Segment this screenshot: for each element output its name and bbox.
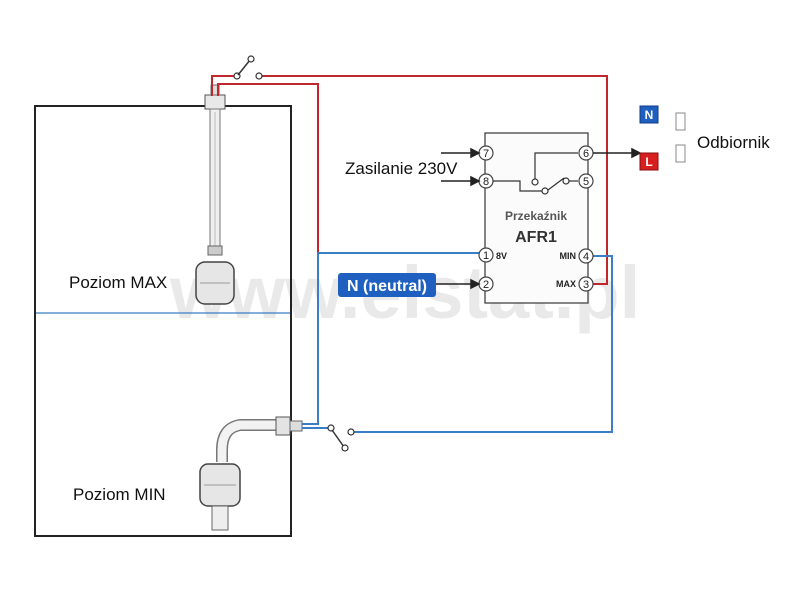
relay-terminal-7: 7 [478,145,494,161]
float-min-nut [275,416,291,436]
relay-label-8v: 8V [496,251,507,261]
relay-terminal-5: 5 [578,173,594,189]
relay-terminal-1: 1 [478,247,494,263]
receiver-terminal-n [675,112,686,131]
float-max-nut [204,94,226,110]
neutral-arrow [436,278,481,290]
relay-terminal-6: 6 [578,145,594,161]
svg-text:5: 5 [583,176,589,188]
relay-afr1: Przekaźnik AFR1 7 8 1 8V 2 6 5 [478,132,594,304]
tank-outline [34,105,292,537]
neutral-badge: N (neutral) [338,273,436,297]
relay-terminal-8: 8 [478,173,494,189]
svg-text:3: 3 [583,279,589,291]
svg-text:2: 2 [483,279,489,291]
float-switch-max [195,84,235,305]
output-arrow [593,147,642,159]
svg-text:8: 8 [483,176,489,188]
relay-terminal-4: 4 [578,248,594,264]
red-wire-switch-to-max [259,75,608,285]
blue-wiring [302,252,613,433]
float-min-thread [289,420,303,432]
svg-text:4: 4 [583,251,589,263]
float-switch-min [199,416,303,531]
svg-text:7: 7 [483,148,489,160]
level-min-label: Poziom MIN [73,485,166,504]
float-min-tip [211,505,229,531]
supply-label: Zasilanie 230V [345,159,458,178]
float-min-arm [217,420,276,462]
svg-text:L: L [645,155,652,169]
relay-model: AFR1 [515,229,557,246]
switch-max [233,55,263,80]
svg-text:N: N [645,108,654,122]
blue-wire-float-to-term1 [302,252,485,425]
switch-min [327,424,355,452]
relay-title: Przekaźnik [505,209,567,223]
receiver-l-badge: L [639,152,659,171]
supply-arrows [441,147,481,187]
neutral-label: N (neutral) [347,278,427,295]
receiver-terminal-l [675,144,686,163]
relay-label-max: MAX [556,279,576,289]
relay-terminal-3: 3 [578,276,594,292]
receiver-label: Odbiornik [697,133,770,152]
tank [34,105,292,537]
svg-text:1: 1 [483,250,489,262]
float-max-collar [207,245,223,256]
relay-label-min: MIN [560,251,577,261]
svg-text:6: 6 [583,148,589,160]
level-max-label: Poziom MAX [69,273,167,292]
relay-housing [484,132,589,304]
receiver-n-badge: N [639,105,659,124]
relay-contact-symbol [493,152,578,192]
red-wire-float-to-switch [211,75,236,96]
blue-wire-switch-to-min [352,255,613,433]
relay-terminal-2: 2 [478,276,494,292]
